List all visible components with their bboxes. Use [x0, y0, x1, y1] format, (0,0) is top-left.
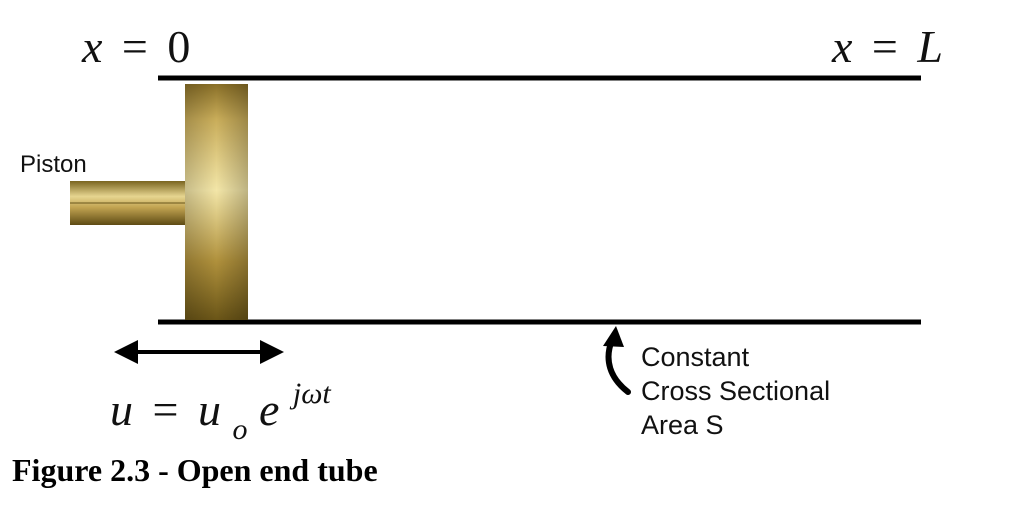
piston-label: Piston — [20, 151, 87, 178]
x-equals-l-label: x = L — [831, 21, 943, 72]
piston-rod — [70, 181, 188, 225]
figure-caption: Figure 2.3 - Open end tube — [12, 452, 378, 488]
area-description-line-3: Area S — [641, 410, 724, 440]
piston-head — [185, 84, 248, 320]
area-description-line-2: Cross Sectional — [641, 376, 830, 406]
x-equals-zero-label: x = 0 — [81, 21, 190, 72]
area-pointer-arrow — [603, 326, 631, 395]
piston-motion-arrow — [114, 340, 284, 364]
area-description-line-1: Constant — [641, 342, 750, 372]
velocity-equation: u = u o e jωt — [110, 377, 331, 449]
